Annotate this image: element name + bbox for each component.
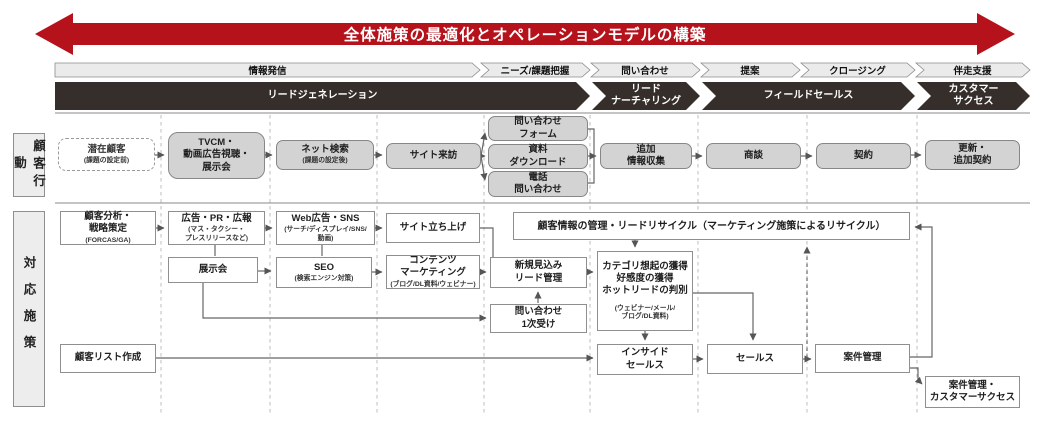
box-contract: 契約 bbox=[816, 143, 911, 169]
box-sublabel: (サーチ/ディスプレイ/SNS/ 動画) bbox=[284, 226, 367, 242]
box-sublabel: (マス・タクシー・ プレスリリースなど) bbox=[184, 226, 249, 242]
box-label: 商談 bbox=[743, 149, 763, 161]
box-label: 顧客分析・ 戦略策定 bbox=[84, 210, 132, 235]
box-seo: SEO (検索エンジン対策) bbox=[276, 257, 372, 288]
box-label: 問い合わせ フォーム bbox=[514, 116, 562, 140]
funnel-chevrons bbox=[55, 82, 1030, 110]
box-business-meeting: 商談 bbox=[706, 143, 801, 169]
box-label: 広告・PR・広報 bbox=[181, 212, 252, 224]
banner-arrow bbox=[35, 13, 1015, 55]
box-content-marketing: コンテンツ マーケティング (ブログ/DL資料/ウェビナー) bbox=[386, 255, 480, 289]
box-sublabel: (検索エンジン対策) bbox=[294, 274, 354, 282]
phase-needs-understanding: ニーズ/課題把握 bbox=[500, 66, 570, 77]
box-web-search: ネット検索 (課題の設定後) bbox=[276, 140, 374, 170]
measures-flow-connectors bbox=[156, 223, 933, 385]
phase-proposal: 提案 bbox=[740, 66, 760, 77]
customer-flow-connectors bbox=[155, 128, 922, 184]
phase-chevrons bbox=[54, 62, 1031, 78]
box-label: Web広告・SNS bbox=[291, 212, 360, 224]
box-label: 案件管理 bbox=[843, 352, 882, 364]
box-tvcm-ads-exhibition: TVCM・ 動画広告視聴・ 展示会 bbox=[168, 132, 265, 179]
box-inquiry-form: 問い合わせ フォーム bbox=[488, 116, 588, 141]
box-label: 顧客リスト作成 bbox=[74, 352, 142, 364]
box-label: コンテンツ マーケティング bbox=[400, 254, 466, 279]
box-site-visit: サイト来訪 bbox=[386, 143, 481, 169]
box-label: インサイド セールス bbox=[621, 347, 669, 371]
box-sublabel: (FORCAS/GA) bbox=[85, 236, 131, 244]
box-inside-sales: インサイド セールス bbox=[597, 344, 693, 375]
box-label: 顧客情報の管理・リードリサイクル（マーケティング施策によるリサイクル） bbox=[537, 220, 886, 232]
box-label: セールス bbox=[735, 352, 774, 364]
box-label: TVCM・ 動画広告視聴・ 展示会 bbox=[183, 136, 250, 173]
box-customer-list-creation: 顧客リスト作成 bbox=[60, 344, 156, 373]
box-label: 追加 情報収集 bbox=[626, 143, 665, 167]
box-label: 資料 ダウンロード bbox=[509, 144, 567, 168]
box-advertising-pr: 広告・PR・広報 (マス・タクシー・ プレスリリースなど) bbox=[168, 211, 265, 245]
box-label: 案件管理・ カスタマーサクセス bbox=[929, 379, 1016, 403]
row-label-customer-behavior-text: 顧客行動 bbox=[12, 138, 45, 192]
box-web-ads-sns: Web広告・SNS (サーチ/ディスプレイ/SNS/ 動画) bbox=[276, 211, 375, 245]
phase-info-dissemination: 情報発信 bbox=[248, 66, 287, 77]
box-phone-inquiry: 電話 問い合わせ bbox=[488, 171, 588, 197]
box-label: カテゴリ想起の獲得 好感度の獲得 ホットリードの判別 bbox=[602, 260, 688, 297]
box-label: ネット検索 bbox=[301, 144, 349, 156]
row-label-measures: 対応施策 bbox=[13, 211, 45, 407]
row-label-measures-text: 対応施策 bbox=[21, 256, 36, 362]
phase-inquiry: 問い合わせ bbox=[621, 66, 669, 77]
box-customer-info-lead-recycle: 顧客情報の管理・リードリサイクル（マーケティング施策によるリサイクル） bbox=[513, 212, 910, 240]
box-potential-customer: 潜在顧客 (課題の設定前) bbox=[58, 138, 155, 171]
box-deal-management: 案件管理 bbox=[815, 344, 910, 373]
box-customer-analysis-strategy: 顧客分析・ 戦略策定 (FORCAS/GA) bbox=[60, 211, 156, 245]
box-document-download: 資料 ダウンロード bbox=[488, 144, 588, 169]
box-category-recall-hot-lead: カテゴリ想起の獲得 好感度の獲得 ホットリードの判別 (ウェビナー/メール/ ブ… bbox=[597, 251, 693, 331]
box-deal-management-customer-success: 案件管理・ カスタマーサクセス bbox=[925, 376, 1020, 408]
box-label: 更新・ 追加契約 bbox=[953, 142, 992, 166]
box-sublabel: (課題の設定前) bbox=[83, 156, 130, 164]
box-renewal-additional-contract: 更新・ 追加契約 bbox=[925, 140, 1020, 170]
column-guides bbox=[160, 115, 918, 413]
phase-closing: クロージング bbox=[829, 66, 886, 77]
box-sales: セールス bbox=[707, 344, 803, 374]
box-new-lead-management: 新規見込み リード管理 bbox=[490, 257, 587, 288]
box-label: 潜在顧客 bbox=[87, 143, 126, 155]
box-exhibition: 展示会 bbox=[168, 257, 258, 283]
phase-ongoing-support: 伴走支援 bbox=[953, 66, 992, 77]
funnel-lead-generation: リードジェネレーション bbox=[267, 90, 378, 101]
box-label: 展示会 bbox=[198, 263, 228, 275]
box-label: 契約 bbox=[853, 149, 873, 161]
box-label: SEO bbox=[313, 261, 335, 273]
box-site-launch: サイト立ち上げ bbox=[386, 213, 480, 243]
box-label: 新規見込み リード管理 bbox=[514, 260, 563, 284]
row-separators bbox=[55, 112, 1030, 204]
box-label: サイト立ち上げ bbox=[399, 221, 467, 233]
box-inquiry-first-response: 問い合わせ 1次受け bbox=[490, 304, 587, 333]
box-label: サイト来訪 bbox=[409, 149, 458, 161]
funnel-lead-nurturing: リード ナーチャリング bbox=[611, 84, 681, 107]
box-sublabel: (ブログ/DL資料/ウェビナー) bbox=[390, 280, 476, 288]
box-additional-info-gathering: 追加 情報収集 bbox=[600, 143, 692, 169]
box-label: 問い合わせ 1次受け bbox=[514, 306, 563, 330]
banner-title: 全体施策の最適化とオペレーションモデルの構築 bbox=[343, 27, 707, 44]
box-sublabel: (課題の設定後) bbox=[302, 157, 348, 165]
box-label: 電話 問い合わせ bbox=[514, 171, 562, 195]
funnel-field-sales: フィールドセールス bbox=[763, 90, 854, 101]
row-label-customer-behavior: 顧客行動 bbox=[12, 133, 45, 197]
box-sublabel: (ウェビナー/メール/ ブログ/DL資料) bbox=[614, 304, 676, 321]
funnel-customer-success: カスタマー サクセス bbox=[948, 84, 999, 107]
